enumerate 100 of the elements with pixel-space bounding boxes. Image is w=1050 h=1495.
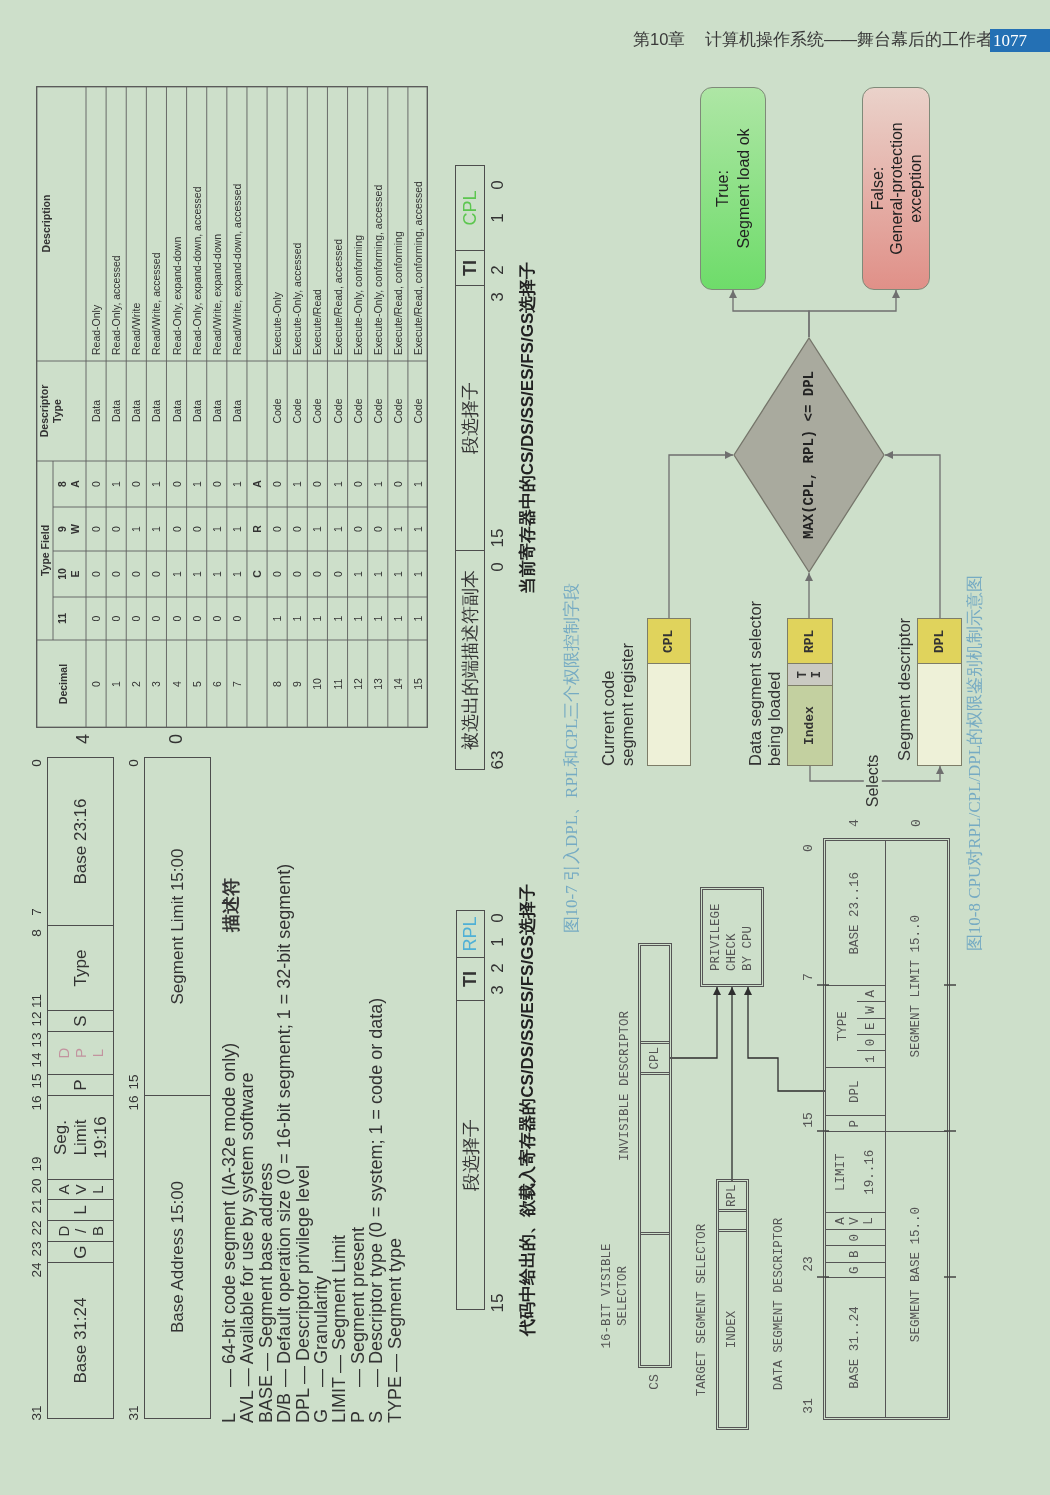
table-value: 1	[351, 571, 364, 577]
table-value: 1	[371, 615, 385, 622]
table-value: 0	[130, 615, 143, 622]
table-value: 13	[371, 678, 385, 690]
descriptor-type: Code	[411, 398, 425, 424]
bit-number: 14	[28, 1052, 45, 1068]
table-value: 0	[109, 615, 123, 622]
bit-number: 15	[801, 1112, 817, 1128]
table-value: 0	[290, 526, 304, 532]
column-heading: 11	[55, 612, 69, 625]
bit-field: TI	[788, 663, 832, 687]
bit-field: SEGMENT BASE 15..0	[885, 1131, 947, 1417]
selector-field: 段选择子	[456, 1000, 485, 1310]
table-value: 0	[230, 615, 244, 622]
table-value: 15	[411, 678, 425, 690]
table-value: 1	[371, 571, 385, 577]
bit-field: CPL	[641, 1041, 669, 1076]
arrow	[808, 289, 900, 338]
table-value: 0	[150, 615, 163, 622]
bit-number: 13	[28, 1032, 45, 1048]
bit-field: DPL	[826, 1067, 886, 1116]
arrow	[884, 451, 941, 620]
bit-field: Seg. Limit 19:16	[47, 1095, 114, 1179]
table-value: 0	[391, 481, 405, 487]
arrow	[744, 986, 827, 1092]
selector-caption: 当前寄存器中的CS/DS/SS/ES/FS/GS选择子	[517, 261, 538, 595]
abbreviation: TYPE	[384, 1376, 405, 1423]
table-value: 0	[270, 481, 284, 487]
type-description: Execute/Read, conforming	[391, 231, 405, 355]
flag-letter: C	[250, 570, 264, 578]
bit-field: P	[826, 1115, 886, 1132]
figure-label: 描述符	[221, 878, 243, 932]
bit-number: 15	[125, 1074, 142, 1090]
bit-number: 63	[487, 750, 508, 770]
table-value: 1	[411, 481, 425, 487]
bit-field: E	[856, 1018, 886, 1035]
arrow	[728, 986, 736, 1183]
column-heading: Descriptor Type	[38, 383, 64, 440]
table-value: 0	[89, 615, 103, 622]
column-heading: W	[68, 524, 82, 534]
table-value: 0	[170, 615, 183, 622]
selector-field: 被选出的端描述符副本	[455, 550, 485, 770]
bit-number: 3	[487, 292, 508, 302]
table-value: 1	[210, 526, 224, 532]
table-value: 1	[170, 571, 183, 577]
column-heading: 10	[55, 568, 69, 580]
type-description: Execute/Read, accessed	[331, 238, 344, 355]
abbreviation: BASE	[255, 1374, 276, 1423]
descriptor-type: Data	[170, 399, 183, 423]
edge-label: Selects	[863, 752, 883, 810]
bit-field: Segment Limit 15:00	[144, 757, 211, 1095]
abbreviation: DPL	[292, 1388, 313, 1423]
type-description: Execute/Read	[311, 289, 324, 355]
bit-number: 0	[487, 180, 508, 190]
descriptor-box	[823, 838, 950, 1420]
descriptor-type: Data	[109, 399, 123, 423]
type-description: Execute-Only	[270, 291, 284, 355]
box-text: Segment load ok	[734, 128, 753, 249]
selector-field: 段选择子	[455, 285, 485, 550]
table-value: 1	[311, 615, 324, 622]
table-value: 1	[391, 615, 405, 622]
bit-number: 0	[487, 913, 508, 923]
descriptor-type: Code	[331, 398, 344, 424]
table-value: 1	[311, 526, 324, 532]
table-value: 1	[109, 681, 123, 687]
byte-offset: 0	[166, 734, 188, 744]
bit-number: 23	[28, 1241, 45, 1257]
bit-field: P	[47, 1074, 114, 1095]
byte-offset: 4	[847, 819, 863, 827]
type-description: Read/Write, accessed	[150, 252, 163, 355]
table-value: 0	[190, 615, 203, 622]
abbreviation: P	[347, 1411, 368, 1423]
table-value: 0	[351, 481, 364, 487]
table-value: 0	[331, 571, 344, 577]
box-text: General-protection exception	[886, 121, 925, 257]
bit-number: 1	[487, 937, 508, 947]
table-value: 9	[290, 681, 304, 687]
descriptor-type: Data	[230, 399, 244, 423]
abbreviation-definition: — Granularity	[311, 1275, 331, 1387]
box-text: True:	[713, 170, 732, 207]
table-value: 4	[170, 681, 183, 687]
type-description: Read-Only, expand-down	[170, 236, 183, 355]
bit-field: Type	[47, 925, 114, 1010]
bit-field: BASE 23..16	[826, 841, 886, 986]
bit-field: 1	[856, 1051, 886, 1068]
bit-number: 15	[487, 1293, 508, 1313]
type-description: Read-Only, expand-down, accessed	[190, 186, 203, 355]
table-value: 0	[371, 526, 385, 532]
table-value: 1	[331, 526, 344, 532]
box-heading: Data segment selector being loaded	[746, 599, 784, 766]
abbreviation-definition: — 64-bit code segment (IA-32e mode only)	[219, 1042, 239, 1387]
bar-heading: TARGET SEGMENT SELECTOR	[694, 1223, 710, 1397]
table-value: 11	[331, 678, 344, 690]
abbreviation: S	[366, 1411, 387, 1423]
table-value: 1	[331, 615, 344, 622]
running-head: 计算机操作系统——舞台幕后的工作者	[705, 30, 993, 50]
bit-field: W	[856, 1002, 886, 1019]
table-value: 0	[290, 571, 304, 577]
descriptor-type: Code	[371, 398, 385, 424]
table-value: 0	[311, 481, 324, 487]
